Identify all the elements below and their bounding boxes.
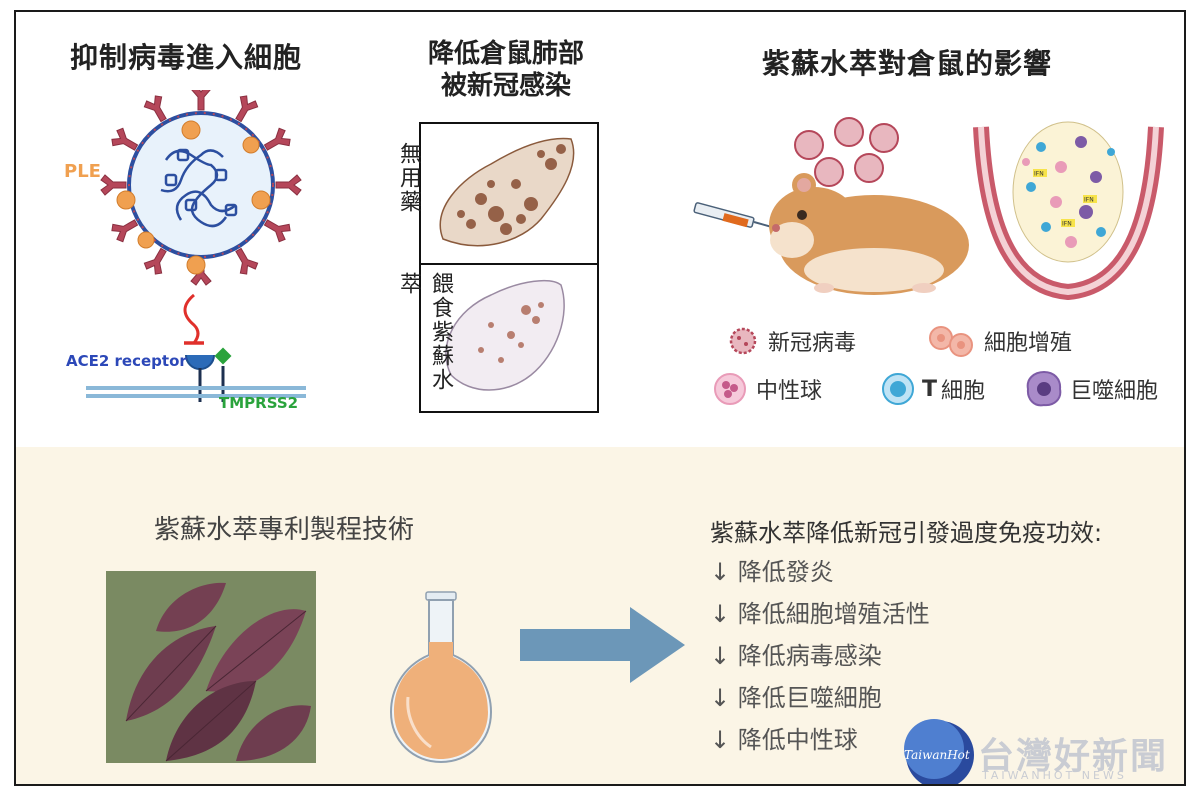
effect-item: ↓ 降低中性球 [710,726,858,754]
process-title: 紫蘇水萃專利製程技術 [154,515,415,545]
t-cell-icon [882,373,914,405]
viral-rna [160,148,238,228]
cell-membrane [86,386,306,390]
ace2-receptor [185,354,215,370]
effect-item: ↓ 降低巨噬細胞 [710,684,882,712]
neutrophil-icon [714,373,746,405]
legend-item-neutrophil: 中性球 [712,370,872,408]
watermark-sub-text: TAIWANHOT NEWS [982,769,1127,782]
virus-diagram [86,90,306,402]
ple-particles [116,120,271,275]
ifn-label-1: IFN [1034,171,1044,178]
ple-label: PLE [64,161,101,182]
tmprss2-label: TMPRSS2 [219,394,299,412]
legend-item-virus: 新冠病毒 [726,324,946,358]
flask-icon [389,591,493,764]
hamster-panel-title: 紫蘇水萃對倉鼠的影響 [762,47,1053,80]
effect-item: ↓ 降低發炎 [710,558,834,586]
lung-panel-title: 降低倉鼠肺部 被新冠感染 [406,38,606,102]
effects-title: 紫蘇水萃降低新冠引發過度免疫功效: [710,519,1103,547]
airway-illustration: IFN IFN IFN [973,121,1164,301]
ifn-label-2: IFN [1084,197,1094,204]
cell-proliferation-icon [929,326,973,357]
bottom-panel: 紫蘇水萃專利製程技術 紫蘇水萃降低新冠引發過度免疫功效: ↓ 降低發炎 ↓ [16,447,1184,784]
virus-panel-title: 抑制病毒進入細胞 [70,41,303,74]
lung-treated-box [419,263,599,413]
legend: 新冠病毒 細胞增殖 中性球 T 細胞 巨噬細胞 [714,324,1184,434]
lung-treated-image [445,279,565,391]
legend-item-t-cell: T 細胞 [880,370,1030,408]
effect-item: ↓ 降低細胞增殖活性 [710,600,930,628]
immune-cells [1022,136,1115,248]
hamster-icon [769,173,969,295]
effect-item: ↓ 降低病毒感染 [710,642,882,670]
spike-proteins [100,90,302,286]
watermark-text: 台灣好新聞 [978,736,1169,777]
taiwanhot-logo: TaiwanHot [904,719,974,784]
figure-frame: 抑制病毒進入細胞 [14,10,1186,786]
syringe-icon [693,202,780,230]
lung-title-line2: 被新冠感染 [440,71,571,101]
hamster-illustration [693,117,969,295]
svg-text:TaiwanHot: TaiwanHot [904,748,970,762]
legend-item-proliferation: 細胞增殖 [926,324,1166,358]
ifn-label-3: IFN [1062,221,1072,228]
effects-list: ↓ 降低發炎 ↓ 降低細胞增殖活性 ↓ 降低病毒感染 ↓ 降低巨噬細胞 ↓ 降低… [710,551,930,761]
virus-icon [729,327,757,355]
virus-particles [794,117,899,187]
perilla-leaf-photo [106,571,316,763]
untreated-label: 無用藥 [396,142,421,214]
tmprss2-protein [214,347,232,365]
inhibition-line [183,293,200,344]
macrophage-icon [1026,370,1062,407]
lung-title-line1: 降低倉鼠肺部 [427,39,584,69]
process-arrow-icon [520,607,685,683]
legend-item-macrophage: 巨噬細胞 [1024,370,1184,408]
ace2-label: ACE2 receptor [66,352,187,370]
lung-untreated-image [439,137,575,247]
lung-untreated-box [419,122,599,265]
treated-label: 餵食紫蘇水萃 [396,272,453,392]
